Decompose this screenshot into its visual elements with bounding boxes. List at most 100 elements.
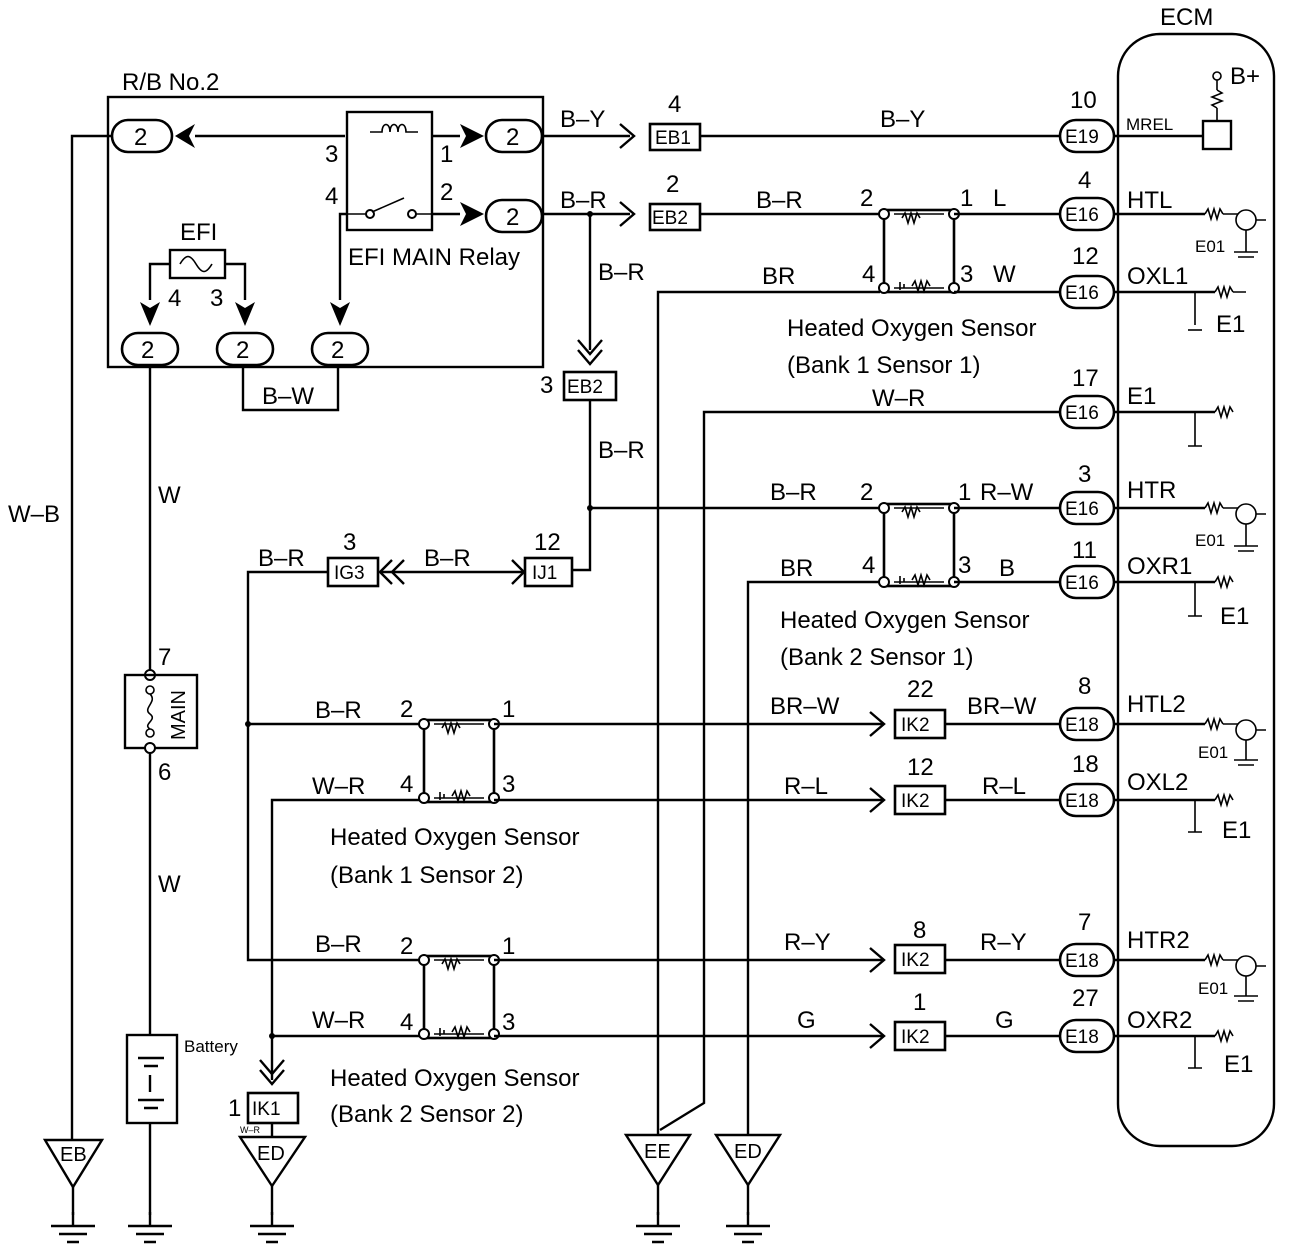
svg-text:OXL1: OXL1 (1127, 263, 1188, 290)
svg-text:Heated Oxygen Sensor: Heated Oxygen Sensor (330, 824, 579, 851)
main-fusible-link: 7 MAIN 6 (123, 644, 199, 786)
svg-text:B–R: B–R (315, 931, 362, 958)
svg-text:E16: E16 (1065, 573, 1099, 594)
svg-text:IK2: IK2 (901, 950, 930, 971)
svg-text:2: 2 (400, 933, 413, 960)
efi-main-relay (345, 110, 434, 232)
svg-text:L: L (993, 185, 1006, 212)
svg-text:E01: E01 (1198, 743, 1228, 762)
svg-text:(Bank 1 Sensor 2): (Bank 1 Sensor 2) (330, 862, 523, 889)
svg-text:W: W (158, 871, 181, 898)
svg-text:E18: E18 (1065, 1027, 1099, 1048)
battery: Battery (125, 1033, 238, 1125)
connector-ik1: 1 IK1 (228, 1091, 300, 1125)
svg-text:(Bank 2 Sensor 2): (Bank 2 Sensor 2) (330, 1101, 523, 1128)
ecm-title: ECM (1160, 4, 1213, 31)
svg-text:E01: E01 (1195, 531, 1225, 550)
svg-text:2: 2 (236, 337, 249, 364)
svg-text:7: 7 (1078, 909, 1091, 936)
svg-text:EE: EE (644, 1141, 671, 1163)
svg-text:W–R: W–R (872, 385, 925, 412)
relay-block: R/B No.2 2 3 1 4 2 EFI MAIN Relay 2 2 EF… (106, 69, 545, 412)
svg-text:3: 3 (343, 529, 356, 556)
connector-ik2-8: 8 IK2 (869, 917, 947, 975)
sensor-bank2-sensor2: 2 1 4 3 Heated Oxygen Sensor (Bank 2 Sen… (330, 933, 579, 1128)
svg-text:18: 18 (1072, 751, 1099, 778)
svg-text:3: 3 (502, 1009, 515, 1036)
svg-text:4: 4 (168, 285, 181, 312)
svg-text:10: 10 (1070, 87, 1097, 114)
svg-text:E18: E18 (1065, 791, 1099, 812)
svg-text:IK1: IK1 (252, 1099, 281, 1120)
svg-text:HTR2: HTR2 (1127, 927, 1190, 954)
svg-text:2: 2 (506, 204, 519, 231)
svg-text:E01: E01 (1195, 237, 1225, 256)
svg-text:B–R: B–R (770, 479, 817, 506)
svg-text:4: 4 (400, 771, 413, 798)
svg-text:3: 3 (210, 285, 223, 312)
svg-text:B–Y: B–Y (880, 106, 925, 133)
svg-text:2: 2 (400, 696, 413, 723)
connector-ik2-1: 1 IK2 (869, 989, 947, 1052)
sensor-bank1-sensor1: 2 1 4 3 Heated Oxygen Sensor (Bank 1 Sen… (787, 185, 1036, 379)
connector-eb2-a: 2 EB2 (648, 171, 702, 232)
svg-text:W–R: W–R (312, 773, 365, 800)
svg-text:4: 4 (862, 261, 875, 288)
svg-text:2: 2 (141, 337, 154, 364)
ecm: ECM 10 E19 MREL B+ 4 E16 HTL E01 12 E16 … (1058, 4, 1276, 1148)
svg-text:EB2: EB2 (652, 208, 688, 229)
svg-text:IK2: IK2 (901, 1027, 930, 1048)
svg-text:B+: B+ (1230, 63, 1260, 90)
connector-eb1: 4 EB1 (648, 91, 702, 152)
efi-fuse (168, 248, 227, 280)
svg-text:IG3: IG3 (334, 563, 365, 584)
svg-text:6: 6 (158, 759, 171, 786)
svg-text:8: 8 (1078, 673, 1091, 700)
svg-text:2: 2 (134, 124, 147, 151)
svg-text:EB: EB (60, 1144, 87, 1166)
svg-text:7: 7 (158, 644, 171, 671)
svg-text:OXR1: OXR1 (1127, 553, 1192, 580)
svg-text:3: 3 (960, 261, 973, 288)
svg-text:3: 3 (958, 552, 971, 579)
svg-text:E16: E16 (1065, 403, 1099, 424)
svg-text:2: 2 (440, 179, 453, 206)
svg-text:E1: E1 (1220, 603, 1249, 630)
svg-text:3: 3 (1078, 461, 1091, 488)
svg-text:HTR: HTR (1127, 477, 1176, 504)
svg-text:E19: E19 (1065, 127, 1099, 148)
svg-text:2: 2 (331, 337, 344, 364)
svg-text:Heated Oxygen Sensor: Heated Oxygen Sensor (787, 315, 1036, 342)
svg-text:3: 3 (502, 771, 515, 798)
svg-text:ED: ED (257, 1143, 285, 1165)
svg-text:B–W: B–W (262, 383, 314, 410)
svg-text:B–Y: B–Y (560, 106, 605, 133)
svg-text:B–R: B–R (424, 545, 471, 572)
svg-text:MREL: MREL (1126, 115, 1173, 134)
svg-text:E18: E18 (1065, 715, 1099, 736)
svg-text:E16: E16 (1065, 205, 1099, 226)
svg-text:(Bank 2 Sensor 1): (Bank 2 Sensor 1) (780, 644, 973, 671)
svg-text:E1: E1 (1224, 1051, 1253, 1078)
connector-ik2-22: 22 IK2 (869, 676, 947, 740)
svg-text:B–R: B–R (756, 187, 803, 214)
svg-text:W: W (993, 261, 1016, 288)
ground-eb: EB (42, 1138, 105, 1244)
svg-text:MAIN: MAIN (168, 690, 190, 740)
connector-ij1: 12 IJ1 (523, 529, 574, 588)
svg-text:B–R: B–R (258, 545, 305, 572)
svg-text:4: 4 (668, 91, 681, 118)
svg-text:E1: E1 (1216, 311, 1245, 338)
svg-text:B–R: B–R (315, 697, 362, 724)
svg-text:BR–W: BR–W (770, 693, 840, 720)
svg-text:EB2: EB2 (567, 377, 603, 398)
svg-text:G: G (797, 1007, 816, 1034)
svg-text:IK2: IK2 (901, 715, 930, 736)
svg-text:2: 2 (860, 185, 873, 212)
sensor-bank1-sensor2: 2 1 4 3 Heated Oxygen Sensor (Bank 1 Sen… (330, 696, 579, 889)
svg-text:IK2: IK2 (901, 791, 930, 812)
svg-text:B–R: B–R (598, 259, 645, 286)
svg-text:1: 1 (913, 989, 926, 1016)
svg-text:BR–W: BR–W (967, 693, 1037, 720)
